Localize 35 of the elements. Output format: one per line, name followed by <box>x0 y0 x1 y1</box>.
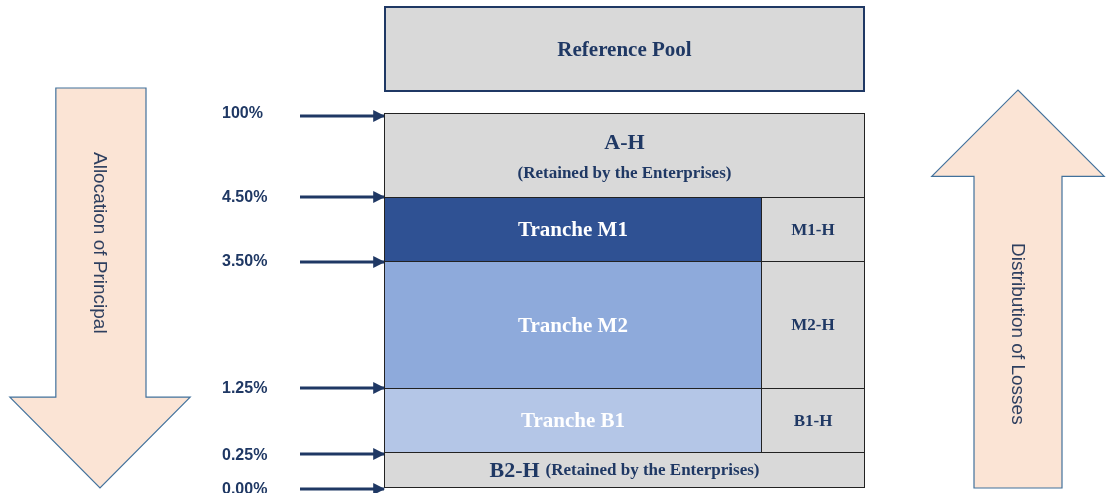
block-arrow <box>930 88 1106 490</box>
arrow <box>300 483 386 493</box>
percent-label: 100% <box>222 102 300 124</box>
percent-label: 4.50% <box>222 186 300 208</box>
arrow <box>300 110 386 122</box>
reference-pool-box <box>384 6 865 92</box>
retained-tranche-box <box>761 388 865 453</box>
tranche-note: (Retained by the Enterprises) <box>517 162 732 183</box>
tranche-box <box>384 388 762 453</box>
tranche-label: Tranche B1 <box>521 408 625 433</box>
tranche-label: B1-H <box>793 410 833 431</box>
tranche-box <box>384 261 762 389</box>
percent-label: 0.25% <box>222 444 300 466</box>
block-arrow <box>8 86 192 490</box>
percent-label: 3.50% <box>222 250 300 272</box>
arrow <box>300 256 386 268</box>
arrow <box>300 448 386 460</box>
tranche-box <box>384 197 762 262</box>
percent-label: 1.25% <box>222 377 300 399</box>
tranche-label: A-H <box>604 128 645 155</box>
tranche-label: Tranche M2 <box>518 312 628 338</box>
tranche-label: B2-H <box>489 457 540 483</box>
arrow <box>300 191 386 203</box>
box-title: Reference Pool <box>557 36 692 62</box>
tranche-label: Tranche M1 <box>518 217 628 242</box>
tranche-box <box>384 452 865 488</box>
arrow-label: Distribution of Losses <box>1007 243 1029 425</box>
tranche-note: (Retained by the Enterprises) <box>545 460 760 480</box>
arrow-label: Allocation of Principal <box>89 152 111 334</box>
tranche-label: M2-H <box>791 315 835 335</box>
tranche-box <box>384 113 865 198</box>
retained-tranche-box <box>761 197 865 262</box>
arrow <box>300 382 386 394</box>
tranche-label: M1-H <box>791 219 835 240</box>
retained-tranche-box <box>761 261 865 389</box>
